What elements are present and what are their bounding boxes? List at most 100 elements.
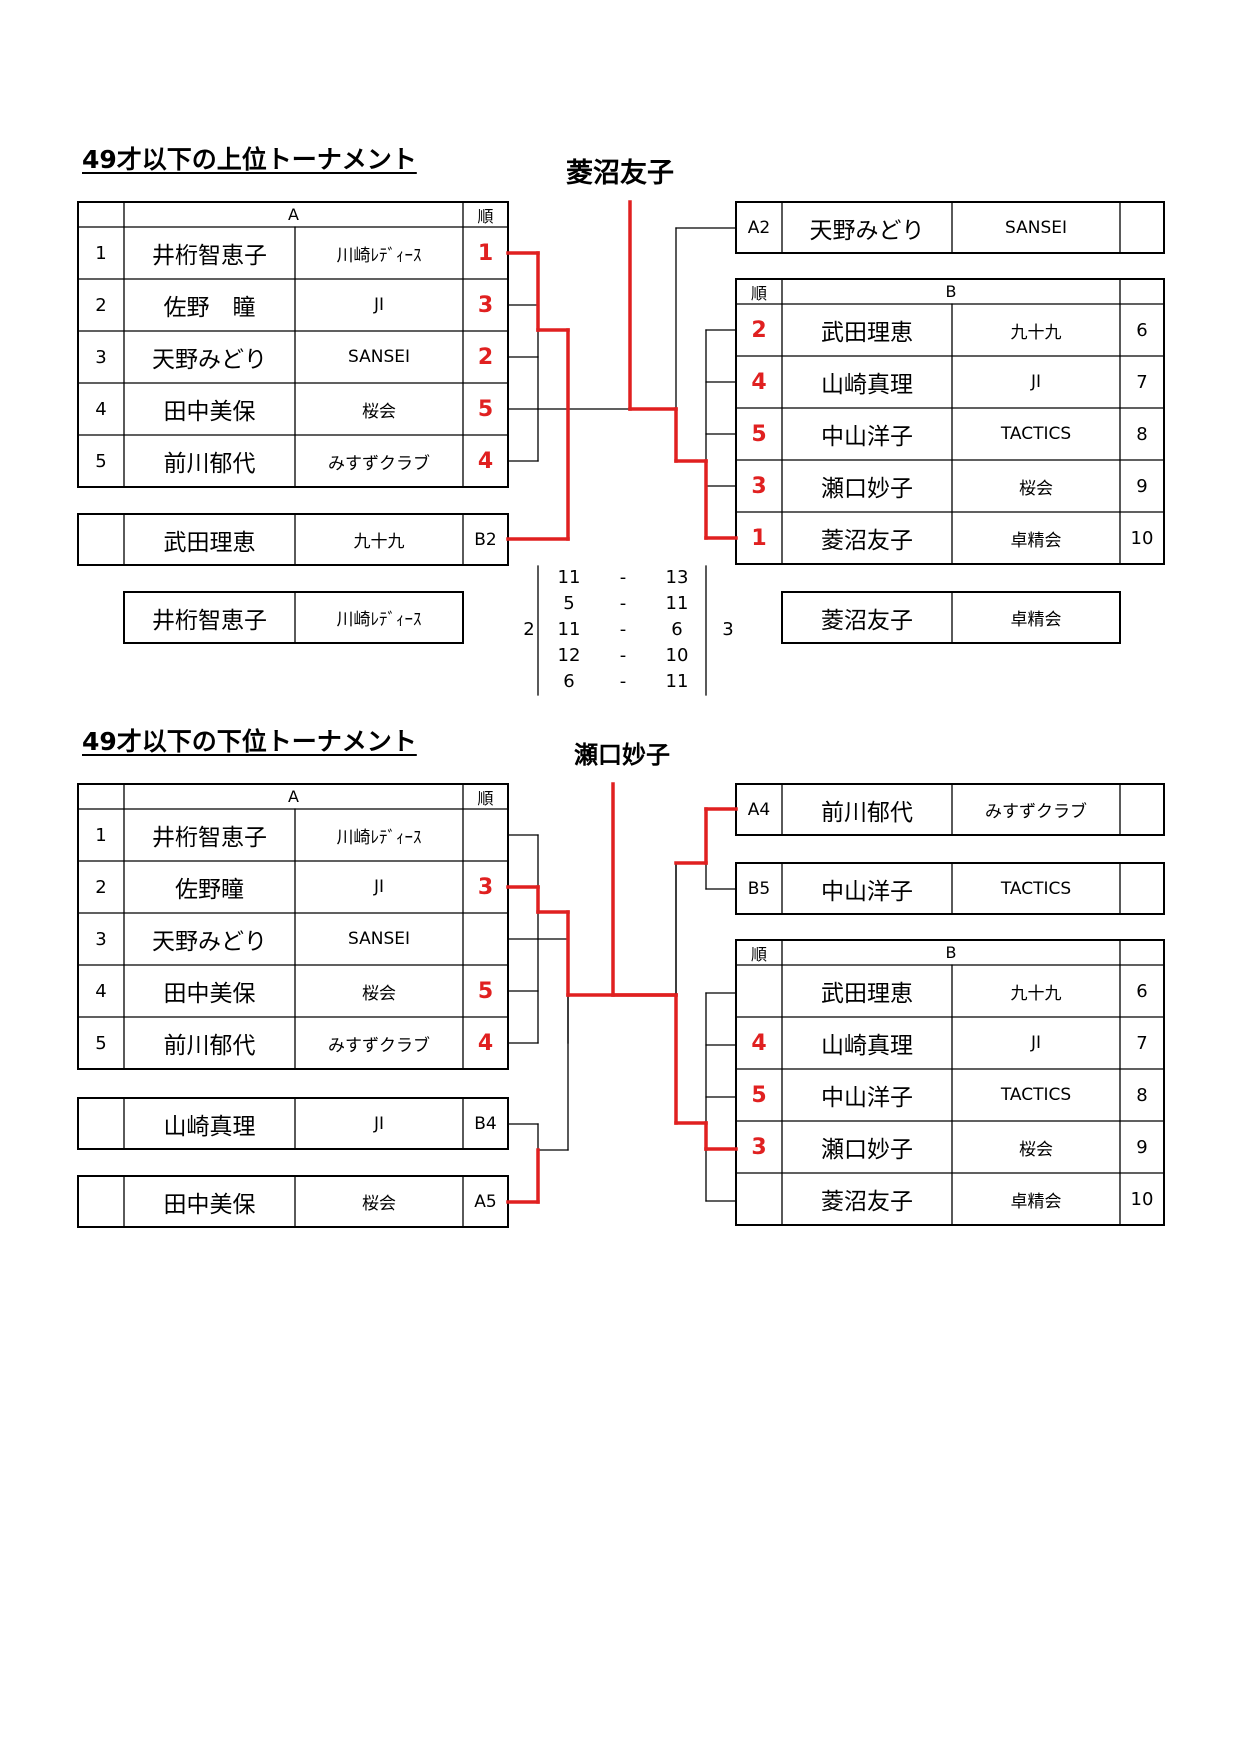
games-left: 2 bbox=[523, 619, 535, 640]
player-number: 7 bbox=[1136, 371, 1148, 393]
player-name: 佐野 瞳 bbox=[163, 295, 256, 321]
entry-box bbox=[735, 201, 1165, 254]
score-left: 11 bbox=[557, 619, 581, 640]
player-number: 6 bbox=[1136, 319, 1148, 341]
player-club: 桜会 bbox=[1019, 1139, 1053, 1160]
final-right-name: 菱沼友子 bbox=[821, 607, 913, 634]
player-club: 九十九 bbox=[1010, 322, 1062, 343]
player-rank: 4 bbox=[477, 448, 494, 474]
score-left: 5 bbox=[563, 593, 575, 614]
group-b-header: B bbox=[945, 282, 957, 301]
player-number: 6 bbox=[1136, 980, 1148, 1002]
entry-name: 中山洋子 bbox=[821, 878, 913, 905]
entry-box bbox=[77, 1175, 509, 1228]
score-separator: - bbox=[619, 593, 627, 614]
player-number: 9 bbox=[1136, 475, 1148, 497]
rank-header: 順 bbox=[477, 206, 494, 226]
score-separator: - bbox=[619, 645, 627, 666]
group-b-header: B bbox=[945, 943, 957, 962]
player-rank: 4 bbox=[477, 1030, 494, 1056]
player-rank: 2 bbox=[477, 344, 494, 370]
score-right: 13 bbox=[665, 567, 689, 588]
player-club: TACTICS bbox=[1000, 424, 1072, 444]
score-left: 11 bbox=[557, 567, 581, 588]
player-number: 3 bbox=[95, 928, 107, 950]
entry-club: みすずクラブ bbox=[985, 802, 1087, 822]
player-rank: 4 bbox=[751, 1030, 767, 1056]
entry-name: 前川郁代 bbox=[821, 799, 913, 826]
final-left-name: 井桁智恵子 bbox=[152, 607, 267, 634]
player-name: 佐野瞳 bbox=[175, 877, 244, 903]
player-number: 4 bbox=[95, 398, 107, 420]
player-number: 7 bbox=[1136, 1032, 1148, 1054]
player-number: 9 bbox=[1136, 1136, 1148, 1158]
score-separator: - bbox=[619, 567, 627, 588]
rank-header: 順 bbox=[750, 283, 767, 303]
player-club: JI bbox=[1030, 1033, 1042, 1053]
player-number: 3 bbox=[95, 346, 107, 368]
group-a-table bbox=[77, 201, 509, 488]
entry-club: 桜会 bbox=[362, 1194, 396, 1214]
player-name: 前川郁代 bbox=[163, 451, 256, 477]
player-number: 8 bbox=[1136, 1084, 1148, 1106]
player-name: 前川郁代 bbox=[163, 1033, 256, 1059]
score-separator: - bbox=[619, 619, 627, 640]
player-rank: 5 bbox=[477, 396, 494, 422]
score-right: 11 bbox=[665, 593, 689, 614]
player-name: 田中美保 bbox=[163, 981, 256, 1007]
group-a-header: A bbox=[288, 205, 299, 224]
player-rank: 2 bbox=[751, 317, 767, 343]
score-separator: - bbox=[619, 671, 627, 692]
group-a-table bbox=[77, 783, 509, 1070]
entry-box bbox=[77, 1097, 509, 1150]
player-club: TACTICS bbox=[1000, 1085, 1072, 1105]
score-right: 6 bbox=[671, 619, 683, 640]
player-rank: 3 bbox=[751, 1134, 767, 1160]
player-rank: 1 bbox=[477, 240, 494, 266]
entry-club: JI bbox=[373, 1113, 385, 1134]
score-right: 11 bbox=[665, 671, 689, 692]
player-name: 中山洋子 bbox=[821, 1085, 913, 1111]
player-rank: 3 bbox=[751, 473, 767, 499]
player-club: SANSEI bbox=[348, 929, 410, 949]
entry-code: A5 bbox=[474, 1191, 497, 1212]
entry-code: B4 bbox=[474, 1113, 497, 1134]
player-name: 瀬口妙子 bbox=[821, 476, 913, 502]
entry-code: A2 bbox=[747, 217, 771, 238]
player-name: 菱沼友子 bbox=[821, 1189, 913, 1215]
upper-tournament-title: 49才以下の上位トーナメント bbox=[82, 145, 417, 174]
player-name: 瀬口妙子 bbox=[821, 1137, 913, 1163]
player-number: 1 bbox=[95, 242, 107, 264]
player-club: JI bbox=[373, 295, 385, 315]
player-club: 桜会 bbox=[1019, 478, 1053, 499]
player-name: 天野みどり bbox=[152, 929, 267, 955]
player-club: みすずクラブ bbox=[328, 1035, 430, 1056]
entry-name: 武田理恵 bbox=[163, 529, 256, 556]
player-rank: 3 bbox=[477, 874, 494, 900]
player-club: JI bbox=[1030, 372, 1042, 392]
score-left: 6 bbox=[563, 671, 575, 692]
player-rank: 4 bbox=[751, 369, 767, 395]
player-number: 10 bbox=[1130, 527, 1154, 549]
player-number: 2 bbox=[95, 294, 107, 316]
player-club: SANSEI bbox=[348, 347, 410, 367]
player-club: 卓精会 bbox=[1010, 1191, 1062, 1212]
player-name: 武田理恵 bbox=[821, 320, 913, 346]
rank-header: 順 bbox=[477, 788, 494, 808]
player-name: 武田理恵 bbox=[821, 981, 913, 1007]
player-rank: 5 bbox=[751, 421, 767, 447]
player-number: 1 bbox=[95, 824, 107, 846]
rank-header: 順 bbox=[750, 944, 767, 964]
entry-name: 山崎真理 bbox=[163, 1113, 256, 1140]
player-club: 卓精会 bbox=[1010, 530, 1062, 551]
final-right-club: 卓精会 bbox=[1010, 610, 1062, 630]
player-name: 山崎真理 bbox=[821, 372, 913, 398]
entry-code: B5 bbox=[747, 878, 771, 899]
entry-club: TACTICS bbox=[1000, 878, 1072, 899]
upper-champion: 菱沼友子 bbox=[566, 158, 674, 189]
entry-box bbox=[77, 513, 509, 566]
lower-tournament-title: 49才以下の下位トーナメント bbox=[82, 727, 417, 756]
player-club: 川崎ﾚﾃﾞｨｰｽ bbox=[336, 827, 422, 848]
entry-club: SANSEI bbox=[1005, 217, 1067, 238]
player-rank: 5 bbox=[477, 978, 494, 1004]
